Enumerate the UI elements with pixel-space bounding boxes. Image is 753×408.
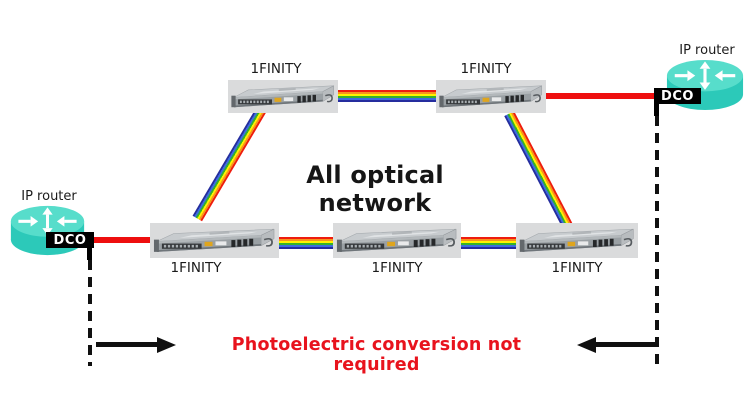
ip-router-label-right: IP router xyxy=(679,43,735,58)
finity-device-top-left xyxy=(228,80,338,113)
electrical-link-left xyxy=(91,237,152,243)
caption-text: Photoelectric conversion not required xyxy=(231,335,522,375)
black-arrow-right-shaft xyxy=(595,342,656,347)
optical-cable-top xyxy=(336,90,437,102)
demarcation-line-left xyxy=(88,260,92,366)
finity-label-bottom-right: 1FINITY xyxy=(551,260,603,276)
electrical-link-right xyxy=(544,93,656,99)
demarcation-line-right xyxy=(655,116,659,366)
dco-module-right: DCO xyxy=(654,88,701,104)
finity-label-bottom-left: 1FINITY xyxy=(170,260,222,276)
optical-cable-bottom-right xyxy=(459,237,517,249)
finity-label-bottom-middle: 1FINITY xyxy=(371,260,423,276)
dco-module-left: DCO xyxy=(46,232,94,248)
finity-device-bottom-left xyxy=(150,223,279,258)
ip-router-label-left: IP router xyxy=(21,189,77,204)
black-arrow-left-shaft xyxy=(96,342,158,347)
optical-cable-diagonal-right xyxy=(504,111,573,228)
router-cylinder-icon xyxy=(9,203,86,257)
black-arrow-right-head xyxy=(577,337,596,353)
finity-label-top-right: 1FINITY xyxy=(460,61,512,77)
finity-device-bottom-middle xyxy=(333,223,461,258)
finity-label-top-left: 1FINITY xyxy=(250,61,302,77)
demarcation-stub-right xyxy=(654,104,659,116)
finity-device-bottom-right xyxy=(516,223,638,258)
black-arrow-left-head xyxy=(157,337,176,353)
finity-device-top-right xyxy=(436,80,546,113)
optical-cable-bottom-left xyxy=(277,237,334,249)
diagram-title: All optical network xyxy=(306,161,444,217)
demarcation-stub-left xyxy=(87,248,92,260)
